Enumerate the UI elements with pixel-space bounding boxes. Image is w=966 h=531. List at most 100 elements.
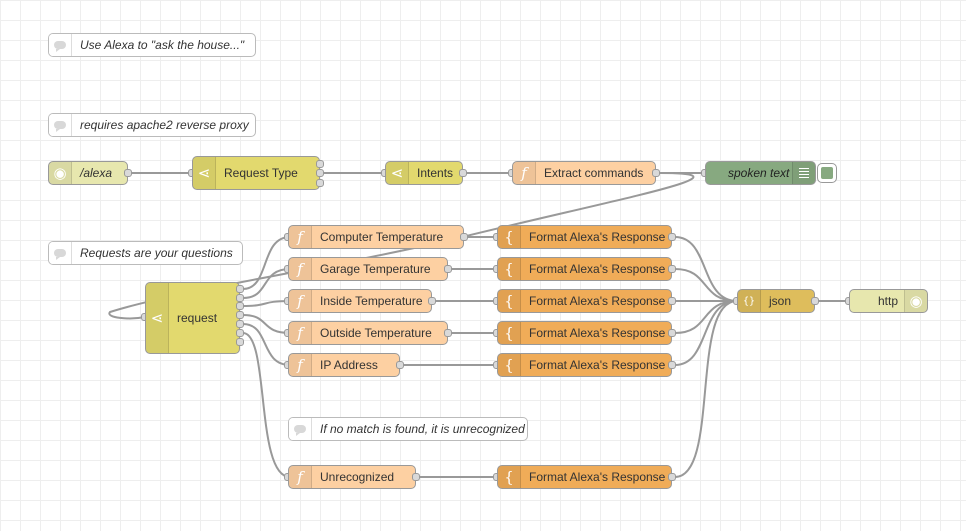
switch-icon: ⋖ (146, 283, 169, 353)
node-label: /alexa (80, 166, 113, 180)
output-port[interactable] (316, 169, 324, 177)
output-port[interactable] (428, 297, 436, 305)
wire (674, 300, 738, 478)
format-response-template-node[interactable]: { Format Alexa's Response (497, 353, 672, 377)
comment-icon (49, 242, 72, 264)
output-port[interactable] (396, 361, 404, 369)
http-in-node[interactable]: ◉ /alexa (48, 161, 128, 185)
function-icon: f (289, 322, 312, 344)
node-label: Outside Temperature (320, 326, 432, 340)
output-port[interactable] (668, 265, 676, 273)
node-label: Computer Temperature (320, 230, 444, 244)
output-port[interactable] (236, 338, 244, 346)
node-label: Format Alexa's Response (529, 358, 666, 372)
template-icon: { (498, 354, 521, 376)
garage-temperature-function-node[interactable]: f Garage Temperature (288, 257, 448, 281)
output-port[interactable] (460, 233, 468, 241)
output-port[interactable] (236, 302, 244, 310)
output-port[interactable] (668, 473, 676, 481)
function-icon: f (289, 466, 312, 488)
request-type-switch-node[interactable]: ⋖ Request Type (192, 156, 320, 190)
computer-temperature-function-node[interactable]: f Computer Temperature (288, 225, 464, 249)
output-port[interactable] (236, 285, 244, 293)
format-response-template-node[interactable]: { Format Alexa's Response (497, 321, 672, 345)
node-label: spoken text (728, 166, 790, 180)
node-label: Format Alexa's Response (529, 326, 666, 340)
node-label: http (878, 294, 899, 308)
json-node[interactable]: {} json (737, 289, 815, 313)
node-label: IP Address (320, 358, 378, 372)
comment-alexa-intro[interactable]: Use Alexa to "ask the house..." (48, 33, 256, 57)
output-port[interactable] (412, 473, 420, 481)
comment-icon (289, 418, 312, 440)
outside-temperature-function-node[interactable]: f Outside Temperature (288, 321, 448, 345)
node-label: Format Alexa's Response (529, 294, 666, 308)
globe-icon: ◉ (49, 162, 72, 184)
wire (674, 268, 738, 302)
comment-label: If no match is found, it is unrecognized (320, 422, 525, 436)
output-port[interactable] (444, 329, 452, 337)
output-port[interactable] (668, 361, 676, 369)
template-icon: { (498, 466, 521, 488)
comment-requests[interactable]: Requests are your questions (48, 241, 243, 265)
output-port[interactable] (236, 294, 244, 302)
debug-toggle-button[interactable] (817, 163, 837, 183)
comment-label: Requests are your questions (80, 246, 233, 260)
output-port[interactable] (652, 169, 660, 177)
node-label: Format Alexa's Response (529, 262, 666, 276)
format-response-template-node[interactable]: { Format Alexa's Response (497, 465, 672, 489)
output-port[interactable] (236, 320, 244, 328)
comment-label: requires apache2 reverse proxy (80, 118, 249, 132)
inside-temperature-function-node[interactable]: f Inside Temperature (288, 289, 432, 313)
wire (674, 300, 738, 366)
wire (242, 332, 291, 478)
node-label: Unrecognized (320, 470, 395, 484)
wire (242, 314, 291, 334)
output-port[interactable] (811, 297, 819, 305)
output-port[interactable] (124, 169, 132, 177)
output-port[interactable] (668, 297, 676, 305)
wire (674, 300, 738, 334)
wire (242, 300, 291, 307)
comment-no-match[interactable]: If no match is found, it is unrecognized (288, 417, 528, 441)
function-icon: f (513, 162, 536, 184)
json-icon: {} (738, 290, 761, 312)
output-port[interactable] (236, 329, 244, 337)
intents-switch-node[interactable]: ⋖ Intents (385, 161, 463, 185)
function-icon: f (289, 226, 312, 248)
wire (108, 172, 695, 320)
comment-icon (49, 114, 72, 136)
output-port[interactable] (316, 160, 324, 168)
switch-icon: ⋖ (386, 162, 409, 184)
comment-proxy[interactable]: requires apache2 reverse proxy (48, 113, 256, 137)
extract-commands-function-node[interactable]: f Extract commands (512, 161, 656, 185)
format-response-template-node[interactable]: { Format Alexa's Response (497, 225, 672, 249)
node-label: Request Type (224, 166, 298, 180)
format-response-template-node[interactable]: { Format Alexa's Response (497, 257, 672, 281)
output-port[interactable] (316, 179, 324, 187)
template-icon: { (498, 290, 521, 312)
ip-address-function-node[interactable]: f IP Address (288, 353, 400, 377)
wire (242, 268, 291, 299)
node-label: json (769, 294, 792, 308)
node-label: Extract commands (544, 166, 644, 180)
wire (242, 236, 291, 290)
output-port[interactable] (668, 233, 676, 241)
http-response-node[interactable]: http ◉ (849, 289, 928, 313)
unrecognized-function-node[interactable]: f Unrecognized (288, 465, 416, 489)
output-port[interactable] (668, 329, 676, 337)
request-switch-node[interactable]: ⋖ request (145, 282, 240, 354)
spoken-text-debug-node[interactable]: spoken text (705, 161, 816, 185)
debug-list-icon (792, 162, 815, 184)
template-icon: { (498, 226, 521, 248)
function-icon: f (289, 258, 312, 280)
template-icon: { (498, 258, 521, 280)
output-port[interactable] (444, 265, 452, 273)
format-response-template-node[interactable]: { Format Alexa's Response (497, 289, 672, 313)
output-port[interactable] (459, 169, 467, 177)
output-port[interactable] (236, 311, 244, 319)
node-label: Intents (417, 166, 454, 180)
switch-icon: ⋖ (193, 157, 216, 189)
node-label: Garage Temperature (320, 262, 431, 276)
